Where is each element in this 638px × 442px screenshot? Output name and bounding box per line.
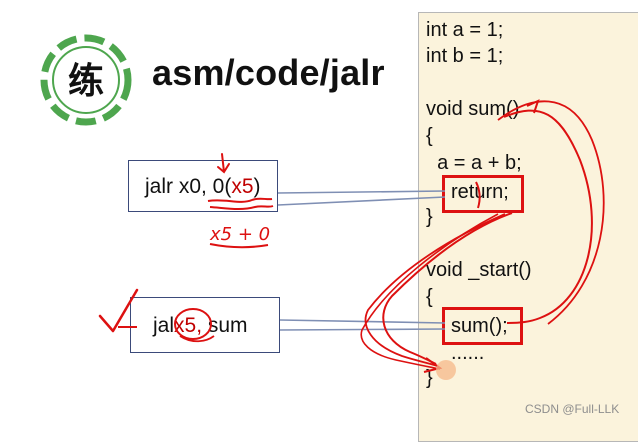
handwritten-x5-plus-0: x5 + 0 xyxy=(209,224,270,245)
jal-instr-suffix: sum xyxy=(202,314,248,337)
code-line-3: void sum() xyxy=(426,98,520,120)
code-line-7: } xyxy=(426,206,433,228)
jal-instr-prefix: jal xyxy=(153,314,175,337)
page-title: asm/code/jalr xyxy=(152,52,385,93)
code-line-4: { xyxy=(426,125,433,147)
jalr-instr-prefix: jalr x0, 0( xyxy=(145,175,232,198)
code-line-2: int b = 1; xyxy=(426,45,504,67)
call-highlight xyxy=(442,307,523,345)
code-line-8: void _start() xyxy=(426,259,532,281)
jalr-reg-x5: x5 xyxy=(231,175,254,198)
jal-callout-box: jalx5, sum xyxy=(130,297,280,353)
practice-badge-icon: 练 xyxy=(36,32,136,128)
code-line-5: a = a + b; xyxy=(426,152,522,174)
code-line-9: { xyxy=(426,286,433,308)
return-highlight xyxy=(442,175,524,213)
code-line-1: int a = 1; xyxy=(426,19,504,41)
code-line-12: } xyxy=(426,367,433,389)
jal-reg-x5: x5, xyxy=(174,314,203,337)
code-panel xyxy=(418,12,638,442)
jalr-instr-suffix: ) xyxy=(253,175,261,198)
badge-char: 练 xyxy=(68,61,104,102)
jalr-callout-box: jalr x0, 0(x5) xyxy=(128,160,278,212)
watermark: CSDN @Full-LLK xyxy=(525,402,620,416)
badge-ring-icon: 练 xyxy=(40,34,132,126)
scribble-underline-3 xyxy=(209,243,269,249)
